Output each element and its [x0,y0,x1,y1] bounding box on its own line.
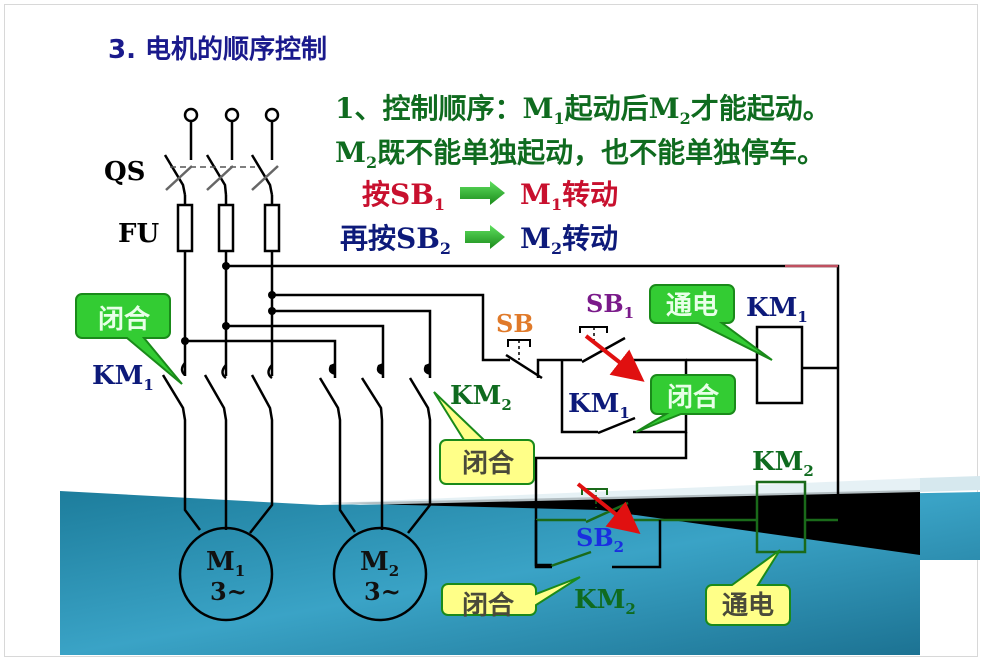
light-band-2 [330,478,920,505]
fuse-2 [217,203,235,253]
callout-km2-coil: 通电 [705,549,791,626]
callout-text: 闭合 [667,382,720,413]
qs-label: QS [104,157,145,187]
km1-aux-label: KM1 [568,389,630,422]
motor-1 [178,526,274,622]
km1-coil [755,325,804,405]
arrow-icon [460,181,505,205]
km2-main-label: KM2 [450,381,512,414]
step1-action: 按SB1 [362,178,445,214]
description-line-2: M2既不能单独起动，也不能单独停车。 [335,136,825,172]
callout-text: 闭合 [462,448,515,479]
motor-2-name: M2 [360,547,399,580]
sb2-press-arrow [576,482,641,534]
callout-km1-aux: 闭合 [635,374,736,433]
sb1-press-arrow [584,334,645,382]
description-arrows [460,181,505,249]
motor-1-phase: 3~ [210,577,247,606]
description-line-1: 1、控制顺序：M1起动后M2才能起动。 [335,92,831,128]
callout-text: 闭合 [462,590,515,621]
fuse-1 [176,203,194,253]
callout-km1-main: 闭合 [75,293,183,385]
slide-title: 3. 电机的顺序控制 [108,34,327,65]
power-input [163,107,281,253]
arrow-icon [465,225,505,249]
terminal-l2 [224,107,240,123]
callout-text: 通电 [722,591,774,621]
terminal-l1 [183,107,199,123]
motors [178,526,428,622]
black-band [330,490,920,555]
motor-2-phase: 3~ [364,577,401,606]
km2-coil [755,480,807,554]
fu-label: FU [118,219,159,249]
background-wave [60,476,980,655]
sb1-label: SB1 [586,289,634,322]
callout-km2-main: 闭合 [433,391,535,485]
junction-dots [181,262,276,345]
sb-stop-label: SB [496,309,534,338]
terminal-l3 [264,107,280,123]
sb2-label: SB2 [576,523,624,556]
qs-arrows [165,165,279,191]
fuse-3 [263,203,281,253]
callout-text: 闭合 [98,304,151,335]
step1-result: M1转动 [520,178,618,214]
km2-control-branch [536,480,838,568]
callouts: 闭合 闭合 通电 闭合 闭合 通电 [75,284,791,626]
callout-km1-coil: 通电 [649,284,773,361]
step2-result: M2转动 [520,222,618,258]
motor-1-name: M1 [206,547,245,580]
km1-coil-label: KM1 [746,293,808,326]
motor-2 [332,526,428,622]
km2-contact-tips [328,363,430,375]
callout-km2-aux: 闭合 [441,576,581,621]
km2-coil-label: KM2 [752,447,814,480]
step2-action: 再按SB2 [340,222,451,258]
light-band [920,476,980,492]
control-circuit [505,325,838,567]
km2-aux-label: KM2 [574,585,636,618]
callout-text: 通电 [666,291,718,321]
km1-main-label: KM1 [92,361,154,394]
